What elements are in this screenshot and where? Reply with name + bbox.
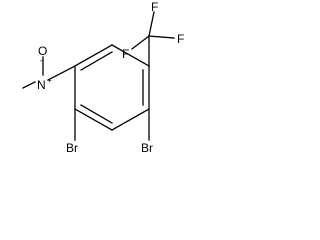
trifluoromethyl-group: F F F xyxy=(122,0,184,67)
ring-double-bond-bottom-left xyxy=(80,104,113,124)
oxygen-charge-label: - xyxy=(40,56,43,65)
nitrogen-charge-label: + xyxy=(47,76,52,85)
bond-ring-to-nitrogen xyxy=(47,65,76,81)
fluorine-top-label: F xyxy=(151,0,158,14)
bond-c-f-top xyxy=(148,11,155,37)
bromine-left-label: Br xyxy=(66,141,78,155)
ring-bond-bottom-left xyxy=(74,108,113,131)
oxygen-nitro-label: O xyxy=(38,44,47,58)
ring-bond-top-right xyxy=(111,44,150,67)
fluorine-right-label: F xyxy=(177,32,184,46)
benzene-ring xyxy=(74,44,150,131)
bromine-substituents: Br Br xyxy=(66,108,153,155)
bond-nitrogen-oxygen-double xyxy=(22,81,36,89)
bond-c-f-right xyxy=(148,35,175,39)
nitrogen-label: N xyxy=(37,78,46,92)
molecule-structure: F F F O - N + Br Br xyxy=(22,0,184,155)
bond-c-f-left xyxy=(131,35,150,50)
bromine-right-label: Br xyxy=(141,141,153,155)
nitro-group: O - N + xyxy=(22,44,76,92)
ring-bond-bottom-right xyxy=(111,108,150,131)
ring-double-bond-top-left xyxy=(80,51,113,71)
ring-bond-top-left xyxy=(74,44,113,67)
fluorine-left-label: F xyxy=(122,47,129,61)
